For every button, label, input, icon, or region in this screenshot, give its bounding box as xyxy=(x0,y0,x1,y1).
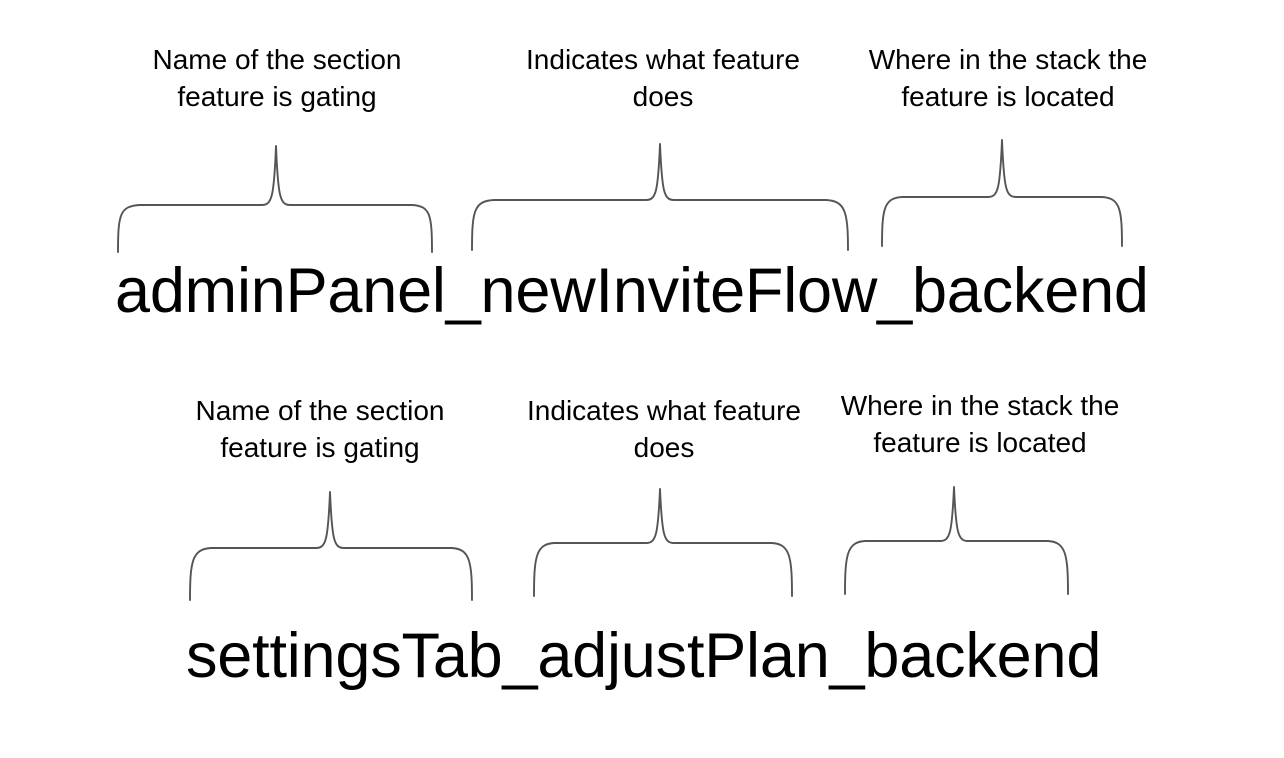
caption-row1-segment2: Indicates what feature does xyxy=(526,44,800,112)
brace-row1-seg1 xyxy=(117,145,433,253)
caption-row1-segment1: Name of the section feature is gating xyxy=(152,44,402,112)
caption-row2-segment1: Name of the section feature is gating xyxy=(195,395,445,463)
caption-row2-segment3: Where in the stack the feature is locate… xyxy=(840,390,1120,458)
brace-row2-seg3 xyxy=(844,486,1069,595)
caption-row1-segment3: Where in the stack the feature is locate… xyxy=(868,44,1148,112)
brace-row2-seg1 xyxy=(189,491,473,601)
brace-row1-seg2 xyxy=(471,143,849,251)
brace-row2-seg2 xyxy=(533,488,793,597)
feature-flag-name-row1: adminPanel_newInviteFlow_backend xyxy=(115,256,1149,326)
caption-row2-segment2: Indicates what feature does xyxy=(527,395,801,463)
feature-flag-name-row2: settingsTab_adjustPlan_backend xyxy=(186,621,1102,691)
brace-row1-seg3 xyxy=(881,139,1123,247)
